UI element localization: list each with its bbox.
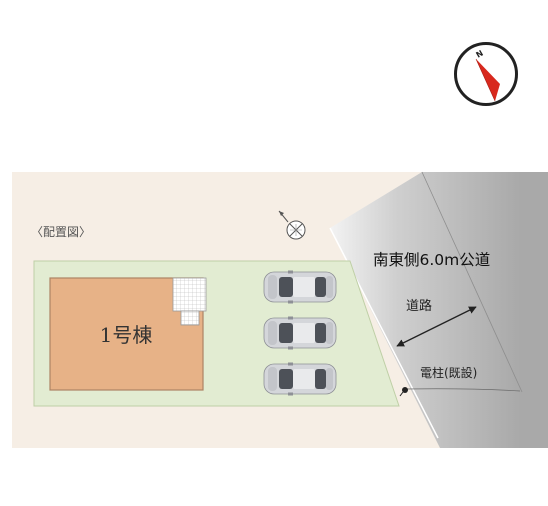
building-label: 1号棟 xyxy=(100,323,153,347)
utility-pole-icon xyxy=(399,387,521,397)
road-edge-right xyxy=(421,171,523,393)
compass-north-label: N xyxy=(475,49,485,60)
road-label: 道路 xyxy=(406,298,432,314)
car-icon xyxy=(263,316,337,350)
utility-pole-label: 電柱(既設) xyxy=(420,365,477,380)
car-icon xyxy=(263,270,337,304)
entrance-porch xyxy=(172,277,207,312)
north-arrow-compass-icon xyxy=(453,41,519,107)
legend-title: 〈配置図〉 xyxy=(31,225,91,239)
parking-spaces xyxy=(263,270,337,396)
road-width-dimension xyxy=(396,306,477,347)
road-title: 南東側6.0m公道 xyxy=(373,251,490,269)
crossed-circle-compass-icon xyxy=(278,210,306,240)
car-icon xyxy=(263,362,337,396)
entrance-step xyxy=(180,310,200,326)
